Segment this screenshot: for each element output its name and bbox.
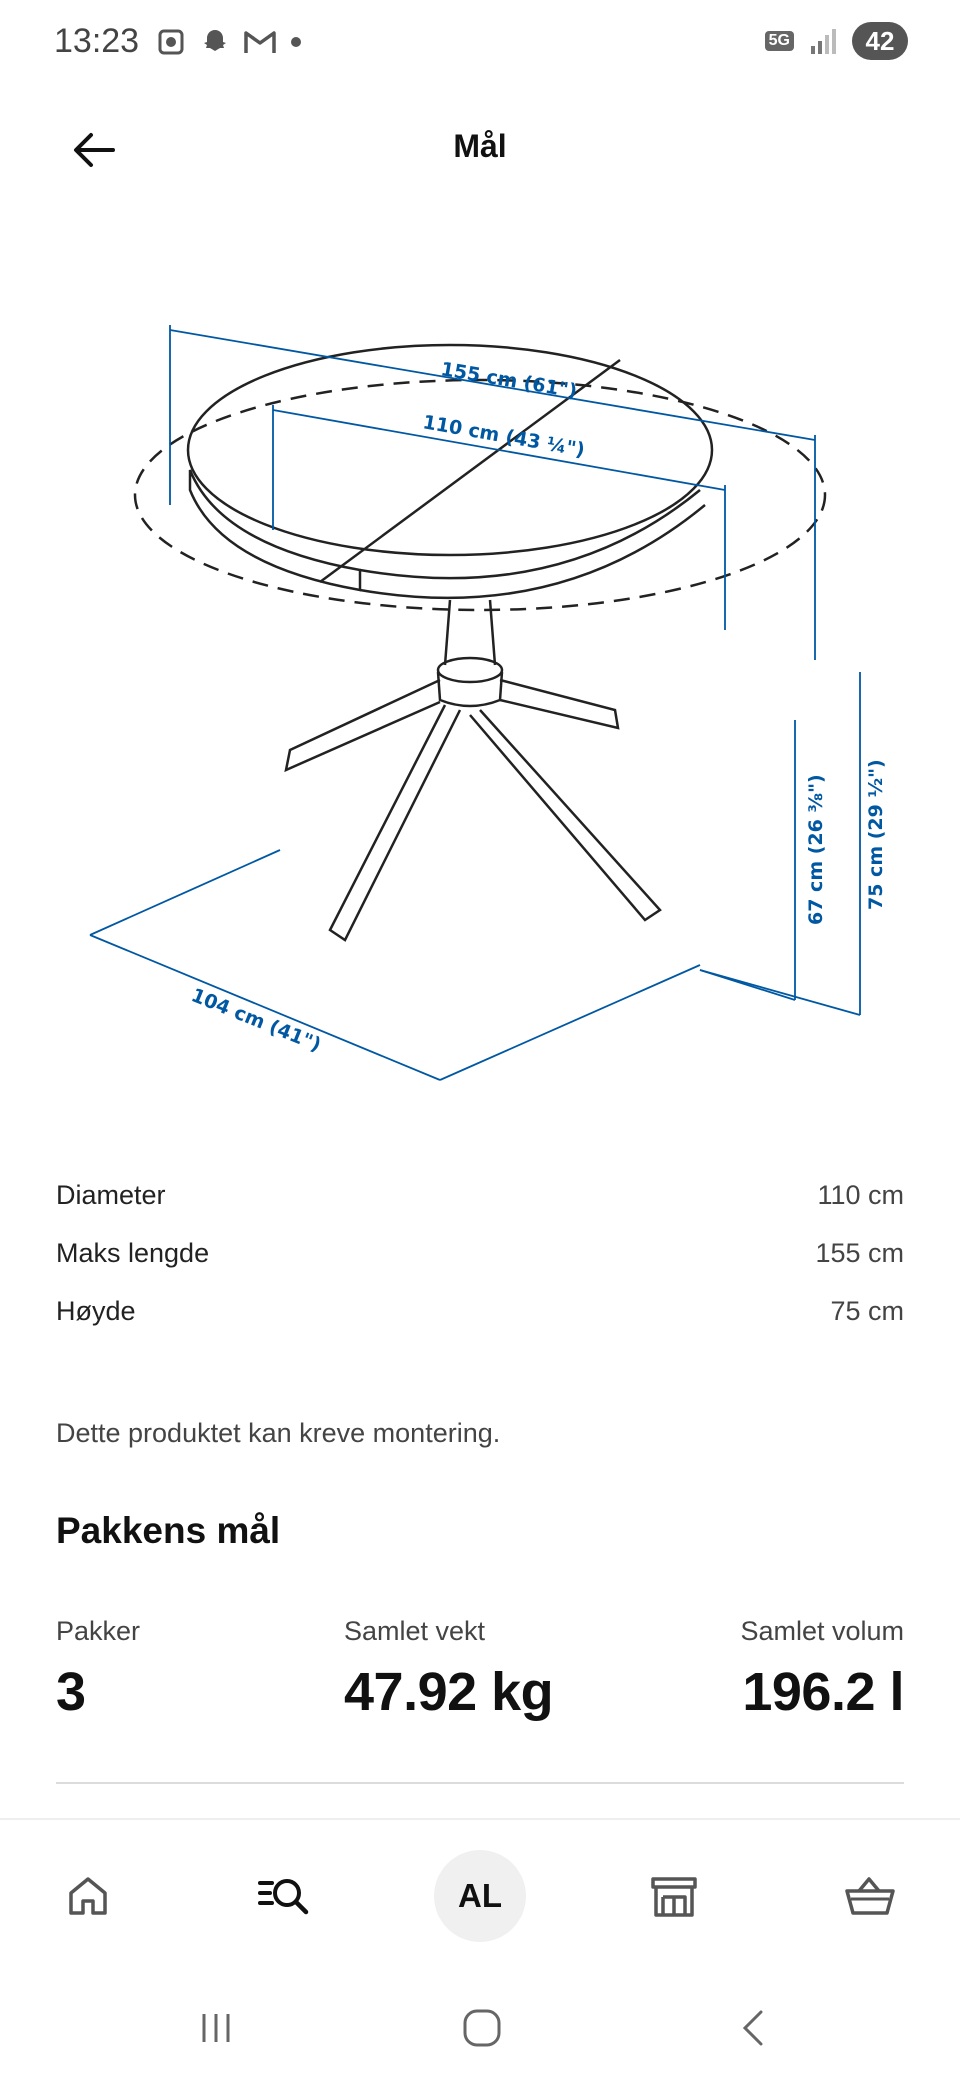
network-badge: 5G (764, 31, 794, 51)
table-split-line (319, 358, 621, 584)
label-diameter: 110 cm (43 ¼") (421, 411, 586, 461)
dimension-row-height: Høyde 75 cm (56, 1296, 904, 1354)
dimensions-list: Diameter 110 cm Maks lengde 155 cm Høyde… (56, 1180, 904, 1354)
search-list-icon (258, 1879, 309, 1915)
leg-left (284, 678, 441, 773)
dim-line-155 (169, 329, 816, 441)
status-time: 13:23 (54, 22, 140, 60)
dimension-diagram: 155 cm (61") 110 cm (43 ¼") 104 cm (41")… (89, 325, 887, 1081)
home-system-button[interactable] (442, 2000, 522, 2056)
section-divider (56, 1782, 904, 1784)
recent-apps-icon (202, 2014, 230, 2042)
nav-home[interactable] (42, 1850, 134, 1942)
dim-line-110 (272, 409, 726, 491)
signal-icon (811, 29, 836, 54)
page-title: Mål (453, 128, 507, 164)
dim-line-104 (89, 934, 441, 1081)
stat-total-weight: Samlet vekt 47.92 kg (344, 1616, 554, 1723)
stat-label: Samlet vekt (344, 1616, 486, 1646)
nav-basket[interactable] (824, 1850, 916, 1942)
back-chevron-icon (742, 2010, 763, 2046)
nav-profile-avatar[interactable]: AL (434, 1850, 526, 1942)
arrow-left-icon (74, 133, 115, 167)
pedestal-column (443, 599, 497, 666)
basket-icon (845, 1877, 895, 1915)
stat-value: 196.2 l (742, 1662, 904, 1722)
status-bar: 13:23 5G 42 (0, 0, 960, 90)
extended-table-outline (133, 378, 827, 612)
dimension-row-max-length: Maks lengde 155 cm (56, 1238, 904, 1296)
label-height-inner: 67 cm (26 ⅜") (805, 774, 827, 925)
snapchat-icon (204, 30, 226, 51)
stat-total-volume: Samlet volum 196.2 l (740, 1616, 904, 1723)
dimension-label: Høyde (56, 1296, 136, 1326)
home-icon (69, 1877, 107, 1915)
nav-stores[interactable] (628, 1850, 720, 1942)
dimension-label: Diameter (56, 1180, 166, 1210)
label-max-length: 155 cm (61") (439, 358, 578, 402)
stat-packages: Pakker 3 (56, 1616, 140, 1723)
dimension-value: 155 cm (815, 1238, 904, 1268)
package-section-title: Pakkens mål (56, 1510, 281, 1551)
package-stats: Pakker 3 Samlet vekt 47.92 kg Samlet vol… (56, 1616, 904, 1736)
leg-front-right (469, 709, 662, 922)
bottom-nav-border (0, 1818, 960, 1820)
bottom-navigation: AL (0, 1830, 960, 1960)
nav-search[interactable] (238, 1850, 330, 1942)
leg-right (499, 678, 620, 730)
label-height-total: 75 cm (29 ½") (865, 759, 887, 910)
dimension-value: 110 cm (817, 1180, 904, 1210)
dimension-value: 75 cm (830, 1296, 904, 1326)
status-left-icons (155, 26, 303, 58)
recent-apps-button[interactable] (176, 2000, 256, 2056)
home-circle-icon (463, 2009, 501, 2047)
notification-dot-icon (291, 37, 301, 47)
assembly-note: Dette produktet kan kreve montering. (56, 1418, 501, 1448)
store-icon (651, 1877, 697, 1917)
stat-label: Samlet volum (740, 1616, 904, 1646)
battery-indicator: 42 (852, 22, 908, 60)
label-depth: 104 cm (41") (188, 984, 324, 1056)
leg-front-left (328, 704, 462, 942)
gmail-icon (244, 31, 276, 53)
stat-label: Pakker (56, 1616, 141, 1646)
back-button[interactable] (62, 122, 124, 178)
stat-value: 3 (56, 1662, 86, 1722)
dimension-label: Maks lengde (56, 1238, 210, 1268)
table-top (186, 343, 714, 557)
system-navigation (0, 1960, 960, 2080)
stat-value: 47.92 kg (344, 1662, 554, 1722)
dimension-row-diameter: Diameter 110 cm (56, 1180, 904, 1238)
screen-recorder-icon (158, 29, 184, 55)
app-bar: Mål (0, 100, 960, 200)
status-right-icons: 5G 42 (764, 22, 908, 60)
back-system-button[interactable] (712, 2000, 792, 2056)
